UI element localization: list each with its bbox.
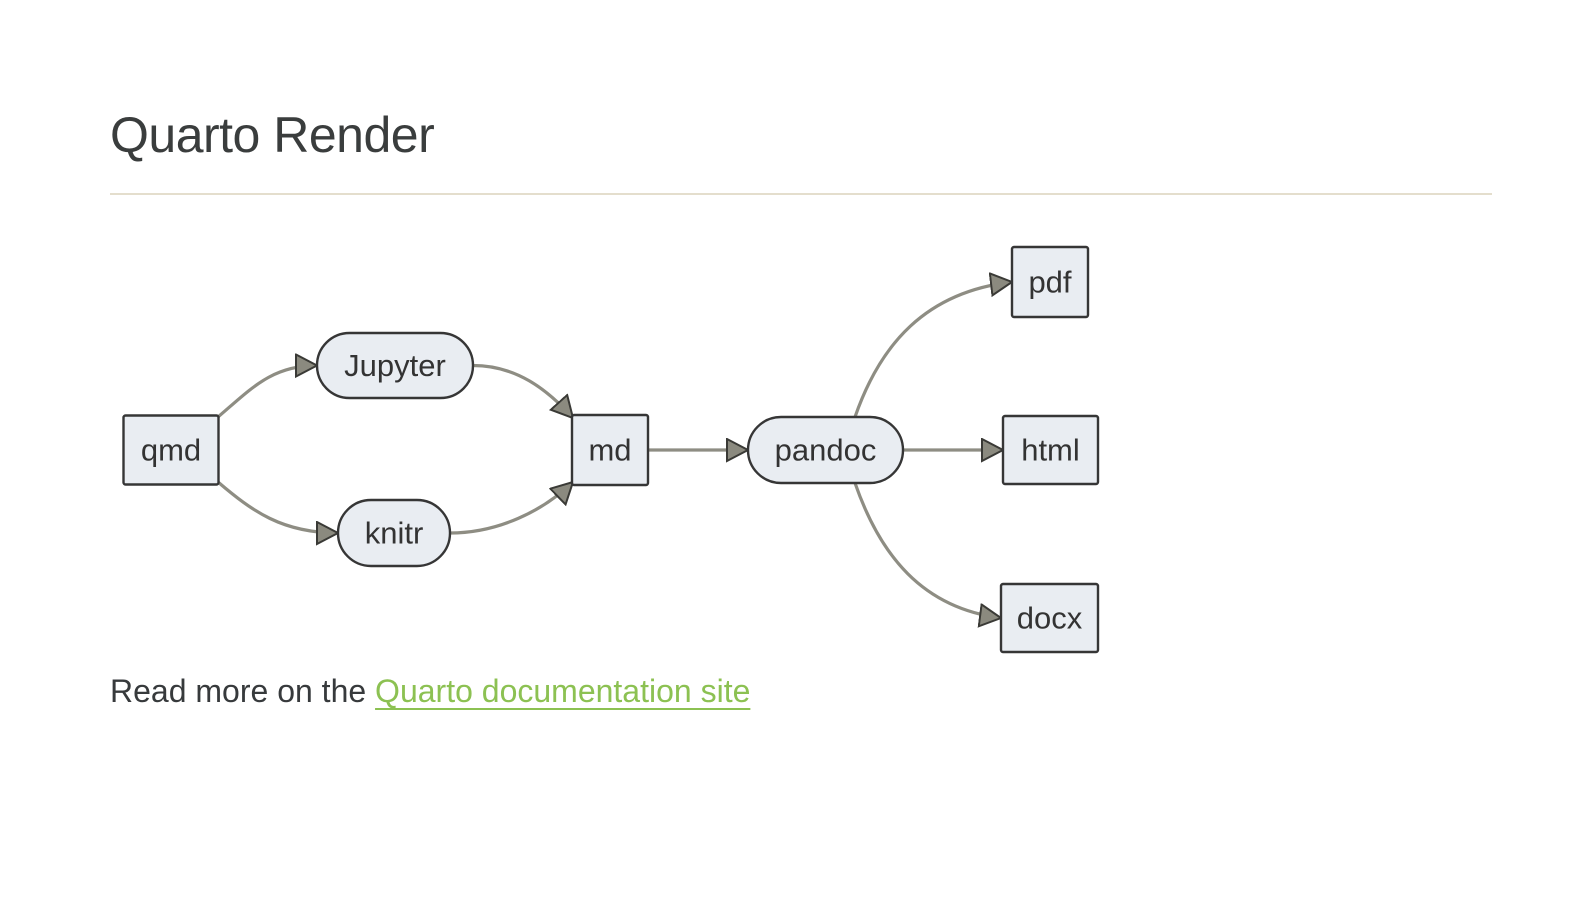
node-label-qmd: qmd bbox=[141, 433, 201, 468]
node-label-pdf: pdf bbox=[1028, 265, 1071, 300]
page-title: Quarto Render bbox=[110, 107, 435, 163]
node-knitr: knitr bbox=[336, 498, 452, 568]
node-qmd: qmd bbox=[122, 414, 220, 486]
nodes-layer: qmd Jupyter knitr md pandoc bbox=[122, 245, 1100, 654]
node-jupyter: Jupyter bbox=[315, 331, 475, 400]
edge-pandoc-to-pdf bbox=[853, 282, 1012, 418]
edge-pandoc-to-docx bbox=[853, 482, 1001, 618]
flowchart-diagram: qmd Jupyter knitr md pandoc bbox=[100, 230, 1120, 675]
read-more-prefix: Read more on the bbox=[110, 673, 376, 709]
edge-knitr-to-md bbox=[449, 482, 573, 535]
node-label-md: md bbox=[588, 433, 631, 468]
node-label-html: html bbox=[1021, 433, 1080, 468]
title-rule bbox=[110, 193, 1492, 195]
node-label-knitr: knitr bbox=[365, 516, 424, 551]
node-label-pandoc: pandoc bbox=[775, 433, 877, 468]
node-pdf: pdf bbox=[1010, 245, 1090, 319]
edge-qmd-to-jupyter bbox=[216, 366, 317, 419]
node-html: html bbox=[1001, 414, 1100, 486]
node-pandoc: pandoc bbox=[746, 415, 905, 485]
edge-qmd-to-knitr bbox=[216, 480, 338, 533]
node-md: md bbox=[570, 413, 650, 487]
node-label-jupyter: Jupyter bbox=[344, 348, 446, 383]
node-docx: docx bbox=[999, 582, 1100, 654]
quarto-docs-link[interactable]: Quarto documentation site bbox=[375, 673, 751, 709]
edges-layer bbox=[216, 282, 1012, 618]
node-label-docx: docx bbox=[1017, 601, 1083, 636]
edge-jupyter-to-md bbox=[472, 363, 573, 419]
flowchart-svg: qmd Jupyter knitr md pandoc bbox=[122, 245, 1100, 654]
read-more-text: Read more on the Quarto documentation si… bbox=[110, 671, 750, 713]
